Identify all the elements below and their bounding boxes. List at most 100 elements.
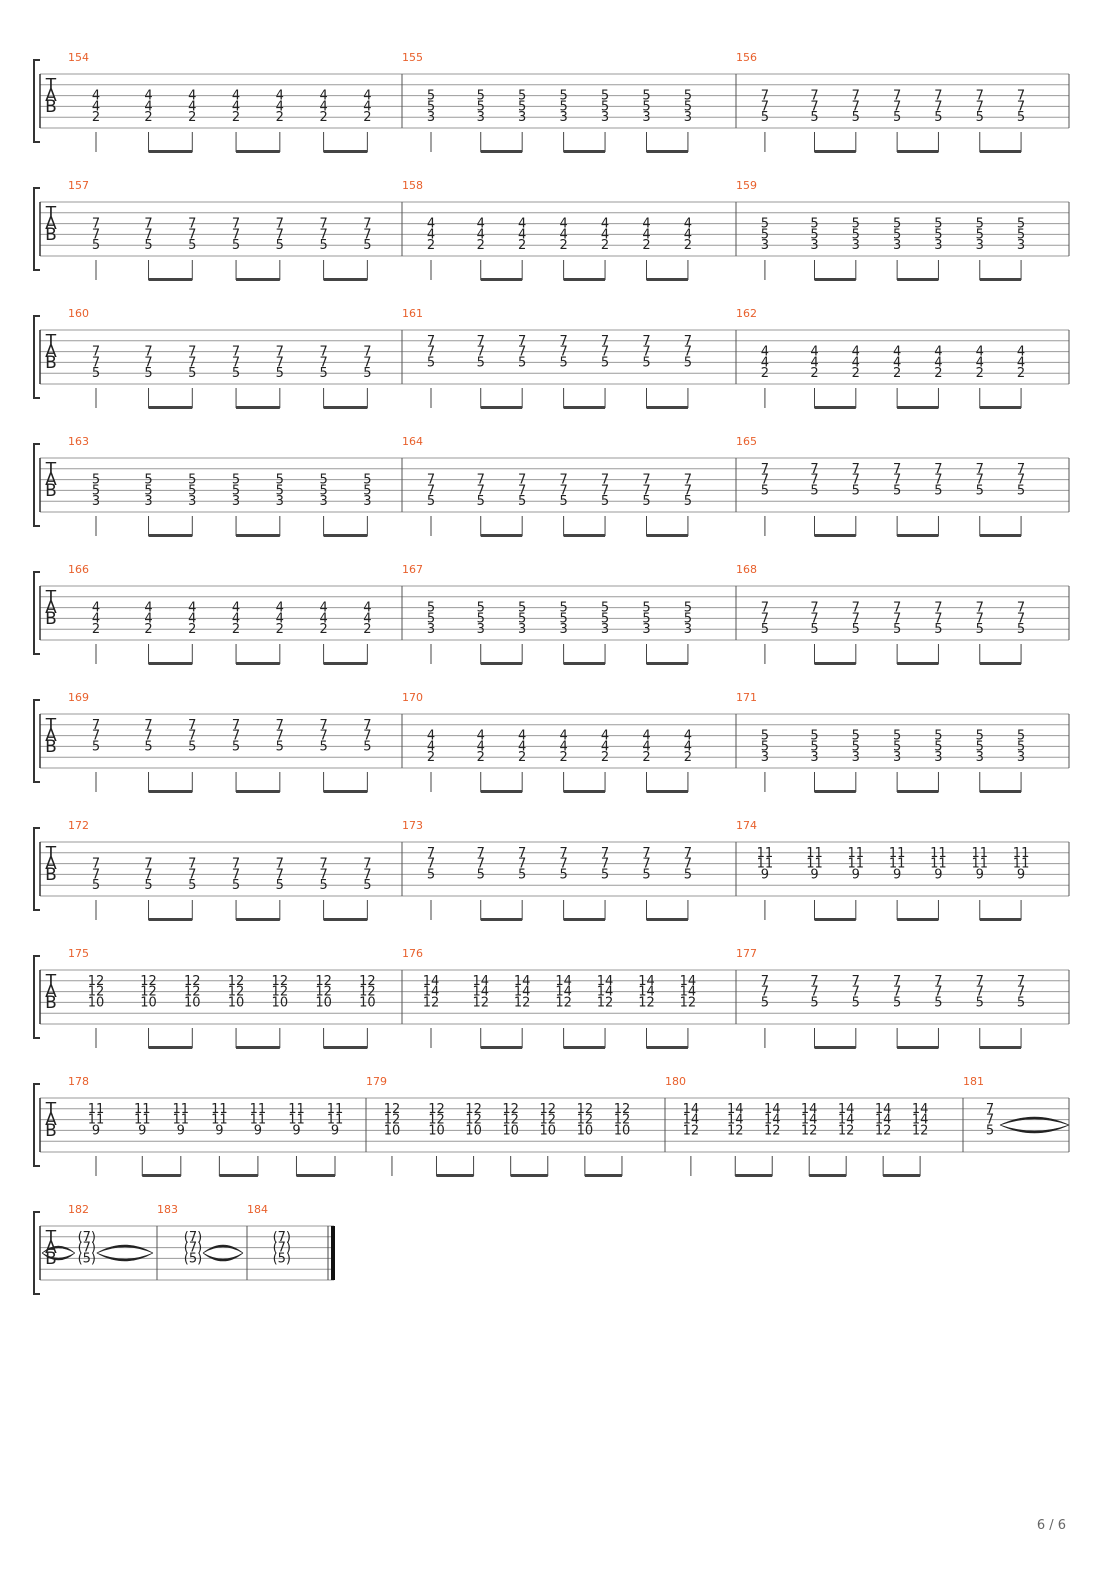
note-beam [142,1174,181,1177]
note-beam [480,790,523,793]
fret-number: 7 [363,718,371,733]
fret-number: 3 [642,622,650,637]
fret-number: 9 [1017,867,1025,882]
fret-number: 7 [518,334,526,349]
fret-number: 12 [614,1113,631,1128]
tab-clef-letter: T [45,1227,57,1247]
fret-number: 12 [472,995,489,1010]
fret-number: 4 [810,345,818,360]
tab-clef-letter: A [45,86,57,106]
fret-number: 5 [976,739,984,754]
fret-number: (7) [78,1230,96,1245]
fret-number: 3 [761,238,769,253]
fret-number: 4 [427,729,435,744]
tab-system: TAB1635535535535535535535531647757757757… [33,435,1070,537]
fret-number: 14 [838,1113,855,1128]
measure-number: 165 [736,435,757,448]
fret-number: 5 [188,739,196,754]
fret-number: 5 [92,473,100,488]
fret-number: 4 [559,729,567,744]
tab-system: TAB1727757757757757757757751737757757757… [33,819,1070,921]
measure-number: 170 [402,691,423,704]
fret-number: 7 [642,483,650,498]
fret-number: 5 [684,601,692,616]
fret-number: 5 [761,483,769,498]
fret-number: 4 [893,345,901,360]
fret-number: 7 [319,857,327,872]
note-beam [480,1046,523,1049]
tab-clef-letter: B [45,97,57,117]
fret-number: 5 [518,494,526,509]
measure-number: 163 [68,435,89,448]
fret-number: 14 [801,1102,818,1117]
fret-number: 4 [684,217,692,232]
note-beam [480,150,523,153]
fret-number: 5 [684,867,692,882]
fret-number: 7 [477,473,485,488]
fret-number: 7 [232,355,240,370]
note-beam [236,918,280,921]
fret-number: 7 [427,334,435,349]
fret-number: 7 [427,483,435,498]
fret-number: 7 [852,99,860,114]
fret-number: 5 [761,622,769,637]
fret-number: 5 [601,99,609,114]
fret-number: 14 [683,1102,700,1117]
fret-number: 11 [250,1102,267,1117]
note-beam [814,406,856,409]
fret-number: 5 [934,483,942,498]
note-beam [646,534,688,537]
fret-number: 7 [1017,601,1025,616]
fret-number: 5 [144,739,152,754]
tab-system: TAB1697757757757757757757751704424424424… [33,691,1070,793]
fret-number: 7 [934,974,942,989]
note-beam [646,278,688,281]
fret-number: 3 [601,110,609,125]
fret-number: 12 [502,1102,519,1117]
fret-number: 5 [477,89,485,104]
fret-number: 4 [427,217,435,232]
fret-number: 2 [276,110,284,125]
fret-number: (7) [273,1241,291,1256]
fret-number: 7 [601,473,609,488]
tie [999,1124,1070,1134]
fret-number: 2 [427,238,435,253]
fret-number: 12 [228,974,245,989]
fret-number: 12 [272,985,289,1000]
fret-number: 7 [92,355,100,370]
fret-number: 14 [514,974,531,989]
fret-number: 7 [976,473,984,488]
fret-number: 12 [638,995,655,1010]
fret-number: 7 [934,611,942,626]
fret-number: 5 [934,110,942,125]
fret-number: 5 [893,739,901,754]
fret-number: 2 [232,622,240,637]
measure-number: 155 [402,51,423,64]
fret-number: 12 [140,985,157,1000]
note-beam [323,1046,368,1049]
fret-number: 7 [761,462,769,477]
fret-number: 7 [144,217,152,232]
fret-number: 4 [852,345,860,360]
fret-number: 3 [319,494,327,509]
fret-number: 5 [810,483,818,498]
fret-number: 7 [761,974,769,989]
fret-number: 7 [559,857,567,872]
fret-number: 2 [144,622,152,637]
fret-number: 7 [934,473,942,488]
system-bracket [33,571,40,655]
fret-number: 7 [601,345,609,360]
fret-number: 12 [683,1123,700,1138]
tab-system: TAB1544424424424424424424421555535535535… [33,51,1070,153]
fret-number: 7 [976,99,984,114]
fret-number: 7 [319,355,327,370]
fret-number: 5 [852,995,860,1010]
fret-number: 12 [577,1113,594,1128]
fret-number: 3 [518,110,526,125]
fret-number: 4 [144,99,152,114]
fret-number: 12 [514,995,531,1010]
fret-number: 12 [502,1113,519,1128]
fret-number: 4 [1017,355,1025,370]
fret-number: 7 [276,729,284,744]
